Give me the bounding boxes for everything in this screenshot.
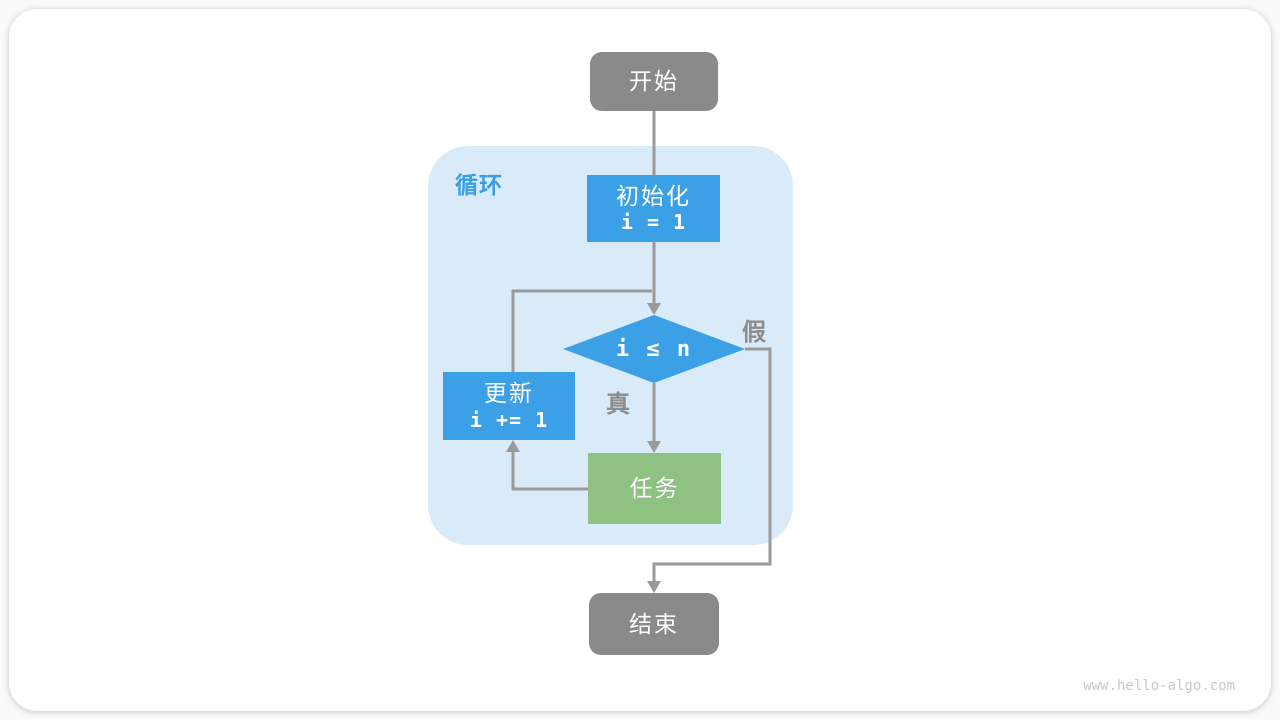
condition-expression: i ≤ n: [615, 336, 693, 362]
update-node-title: 更新: [484, 380, 534, 407]
init-node: 初始化 i = 1: [587, 175, 720, 242]
condition-diamond-shape: [563, 315, 745, 383]
watermark: www.hello-algo.com: [1083, 678, 1235, 694]
task-node-label: 任务: [629, 475, 680, 502]
end-node-label: 结束: [629, 610, 679, 637]
edge-update-to-junction: [511, 289, 652, 372]
loop-label: 循环: [455, 172, 503, 198]
task-node: 任务: [588, 453, 721, 524]
start-node: 开始: [590, 52, 718, 111]
update-node-code: i += 1: [469, 407, 549, 432]
end-node: 结束: [589, 593, 719, 655]
start-node-label: 开始: [629, 68, 679, 95]
arrowhead-into-update: [506, 440, 520, 452]
branch-true-label: 真: [606, 391, 630, 418]
update-node: 更新 i += 1: [443, 372, 575, 440]
arrowhead-into-end: [647, 581, 661, 593]
branch-false-label: 假: [742, 319, 766, 346]
arrowhead-into-condition: [647, 303, 661, 315]
condition-node: i ≤ n: [563, 315, 745, 383]
edge-condition-false-to-end: [652, 347, 772, 582]
init-node-code: i = 1: [620, 210, 687, 235]
arrowhead-into-task: [647, 441, 661, 453]
edge-task-to-update: [511, 451, 588, 491]
init-node-title: 初始化: [616, 182, 691, 209]
